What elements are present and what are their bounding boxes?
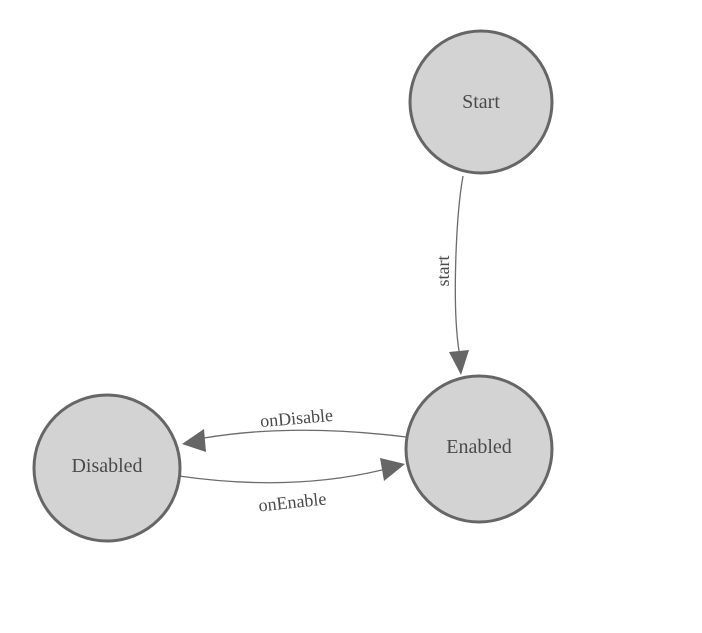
arrowhead-start-to-enabled xyxy=(449,350,469,375)
edge-start-to-enabled xyxy=(449,175,469,375)
edge-disabled-to-enabled xyxy=(178,458,405,484)
arrowhead-enabled-to-disabled xyxy=(182,429,206,452)
state-circle-enabled xyxy=(404,374,554,524)
state-label-disabled: Disabled xyxy=(71,455,142,477)
edge-label-onenable: onEnable xyxy=(258,489,328,516)
state-circle-start xyxy=(408,29,554,175)
edge-enabled-to-disabled xyxy=(182,429,407,452)
state-node-disabled: Disabled xyxy=(32,393,182,543)
state-label-start: Start xyxy=(462,91,500,113)
edge-label-start: start xyxy=(433,256,453,287)
edge-line-disabled-to-enabled xyxy=(178,469,383,484)
edge-line-start-to-enabled xyxy=(454,175,464,352)
edge-line-enabled-to-disabled xyxy=(203,429,407,439)
state-node-start: Start xyxy=(408,29,554,175)
state-label-enabled: Enabled xyxy=(446,436,512,458)
arrowhead-disabled-to-enabled xyxy=(380,458,405,481)
state-node-enabled: Enabled xyxy=(404,374,554,524)
state-circle-disabled xyxy=(32,393,182,543)
edge-label-ondisable: onDisable xyxy=(259,405,333,431)
